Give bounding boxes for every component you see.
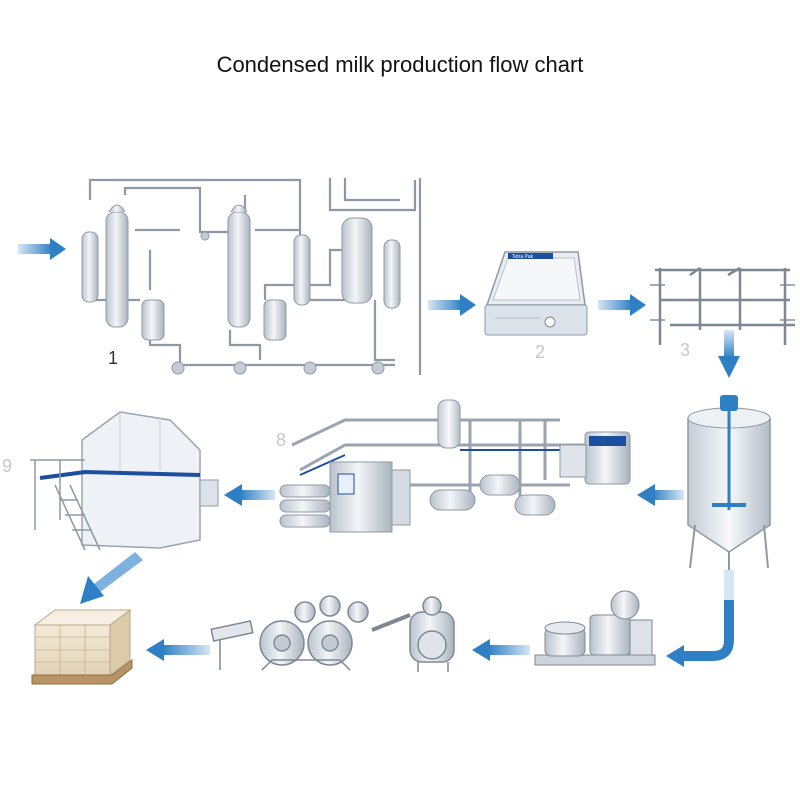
- arrow-homogenizer-to-cooler: [598, 294, 646, 316]
- panel-brand-label: Tetra Pak: [512, 254, 534, 260]
- step-number-3: 3: [680, 340, 690, 360]
- plate-cooler-equipment: 3: [650, 266, 795, 360]
- uht-plant-equipment: 8: [276, 399, 631, 533]
- arrow-evaporator-to-homogenizer: [428, 294, 476, 316]
- arrow-can-line-to-pallet: [146, 639, 210, 661]
- page-title: Condensed milk production flow chart: [216, 52, 584, 77]
- pump-unit-equipment: [534, 590, 656, 666]
- flow-arrows: [18, 238, 740, 667]
- filling-machine-equipment: 9: [2, 411, 219, 551]
- homogenizer-equipment: Tetra Pak 2: [484, 251, 588, 362]
- arrow-pump-to-can-line: [472, 639, 530, 661]
- arrow-cooler-to-tank: [718, 330, 740, 378]
- can-line-equipment: [210, 595, 455, 672]
- arrow-tank-to-uht: [637, 484, 684, 506]
- arrow-filling-to-pallet: [80, 552, 143, 604]
- step-number-9: 9: [2, 456, 12, 476]
- step-number-2: 2: [535, 342, 545, 362]
- arrow-tank-to-pump: [666, 570, 734, 667]
- step-number-1: 1: [108, 348, 118, 368]
- arrow-into-evaporator: [18, 238, 66, 260]
- arrow-uht-to-filling: [224, 484, 275, 506]
- mixing-tank-equipment: [687, 395, 771, 572]
- evaporator-equipment: 1: [81, 178, 422, 375]
- step-number-8: 8: [276, 430, 286, 450]
- pallet-equipment: [31, 609, 133, 685]
